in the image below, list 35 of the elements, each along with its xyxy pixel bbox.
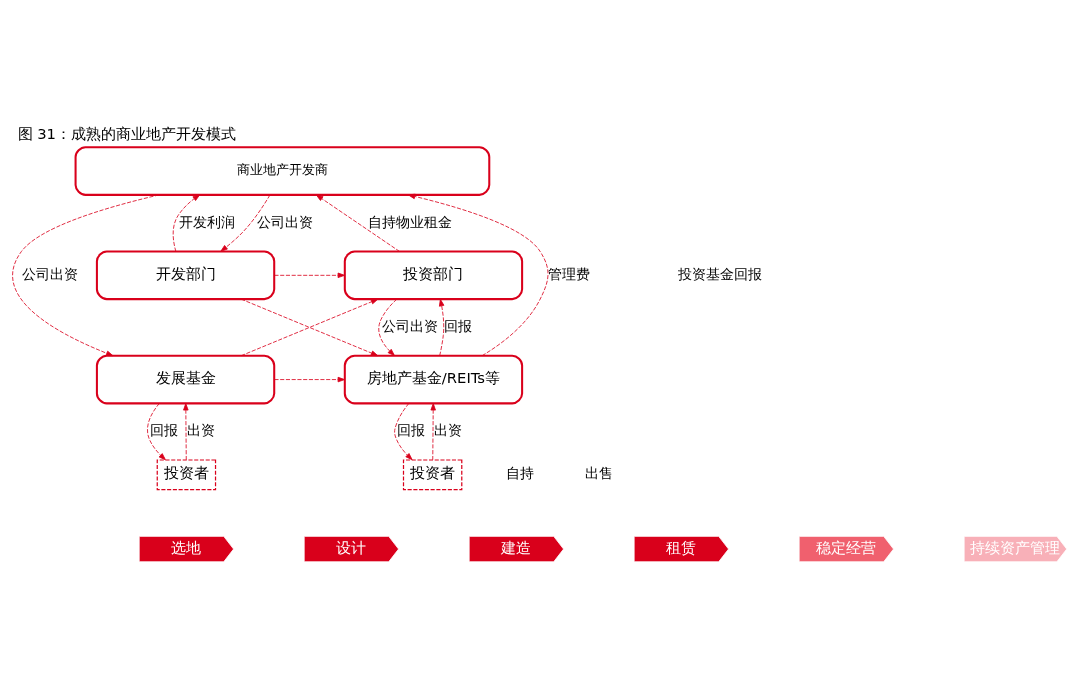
arrow bbox=[183, 402, 189, 460]
node-box: 投资者 bbox=[156, 458, 217, 490]
label: 自持 bbox=[505, 464, 534, 481]
edge-label: 自持物业租金 bbox=[368, 213, 453, 230]
node-box: 开发部门 bbox=[95, 250, 276, 300]
edge-label: 开发利润 bbox=[178, 213, 235, 230]
node-box: 投资部门 bbox=[343, 250, 524, 300]
arrow bbox=[274, 272, 346, 278]
arrow bbox=[407, 193, 549, 356]
edge-label: 公司出资 bbox=[256, 213, 313, 230]
edge-label: 出资 bbox=[433, 421, 462, 438]
arrow bbox=[439, 298, 445, 356]
arrow bbox=[394, 402, 413, 460]
node-box: 投资者 bbox=[402, 458, 463, 490]
arrow bbox=[240, 298, 379, 356]
arrow bbox=[315, 194, 400, 252]
arrow bbox=[220, 194, 271, 252]
arrow bbox=[378, 298, 398, 356]
node-box: 发展基金 bbox=[95, 354, 276, 404]
edge-label: 回报 bbox=[444, 317, 473, 334]
node-box: 商业地产开发商 bbox=[74, 145, 491, 196]
edge-label: 出资 bbox=[186, 421, 215, 438]
arrow bbox=[430, 402, 436, 460]
edge-label: 公司出资 bbox=[22, 265, 79, 282]
edge-label: 回报 bbox=[396, 421, 425, 438]
arrow bbox=[274, 376, 346, 382]
arrow bbox=[147, 402, 166, 460]
label: 出售 bbox=[585, 464, 614, 481]
edge-label: 公司出资 bbox=[381, 317, 438, 334]
edge-label: 管理费 bbox=[547, 265, 590, 282]
diagram-title: 图 31：成熟的商业地产开发模式 bbox=[17, 124, 237, 142]
edge-label: 回报 bbox=[149, 421, 178, 438]
node-box: 房地产基金/REITs等 bbox=[343, 354, 524, 404]
arrow bbox=[172, 194, 200, 252]
label: 投资基金回报 bbox=[677, 265, 762, 282]
